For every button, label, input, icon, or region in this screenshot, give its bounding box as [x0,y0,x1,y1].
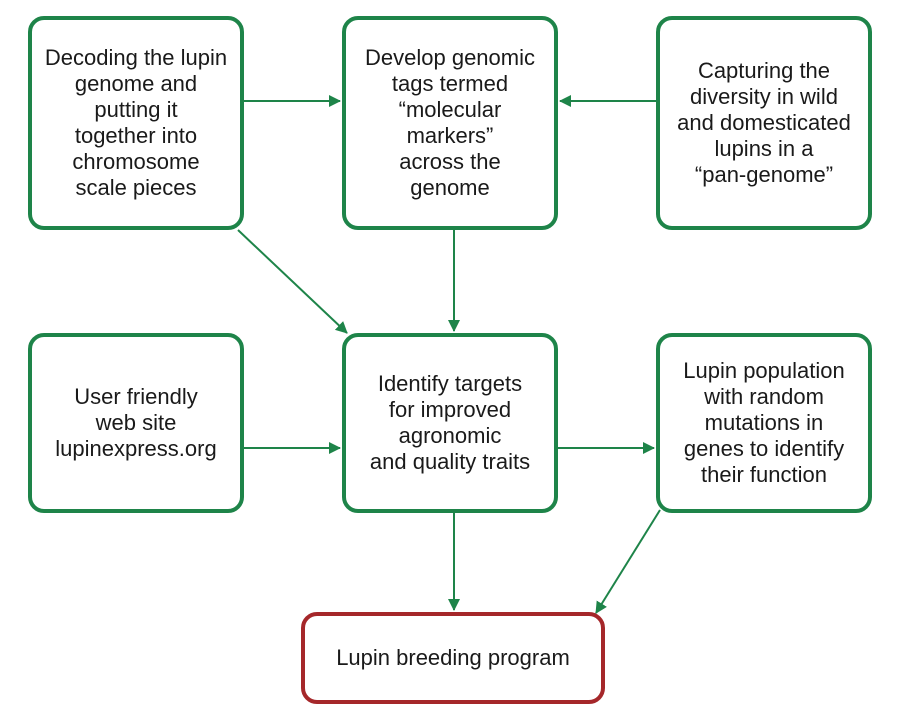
node-identify-targets: Identify targets for improved agronomic … [342,333,558,513]
node-website: User friendly web site lupinexpress.org [28,333,244,513]
node-decode-genome: Decoding the lupin genome and putting it… [28,16,244,230]
node-molecular-markers: Develop genomic tags termed “molecular m… [342,16,558,230]
node-molecular-markers-text: Develop genomic tags termed “molecular m… [365,45,535,200]
node-decode-genome-text: Decoding the lupin genome and putting it… [44,45,228,200]
node-website-text: User friendly web site lupinexpress.org [55,384,217,461]
arrow-decode-to-targets [237,229,348,334]
node-pan-genome: Capturing the diversity in wild and dome… [656,16,872,230]
node-mutant-population: Lupin population with random mutations i… [656,333,872,513]
node-mutant-population-text: Lupin population with random mutations i… [683,358,845,487]
node-pan-genome-text: Capturing the diversity in wild and dome… [677,58,851,187]
node-identify-targets-text: Identify targets for improved agronomic … [369,371,531,474]
node-breeding-program-text: Lupin breeding program [336,645,570,670]
node-breeding-program: Lupin breeding program [301,612,605,704]
arrow-mutants-to-breeding [595,509,661,614]
